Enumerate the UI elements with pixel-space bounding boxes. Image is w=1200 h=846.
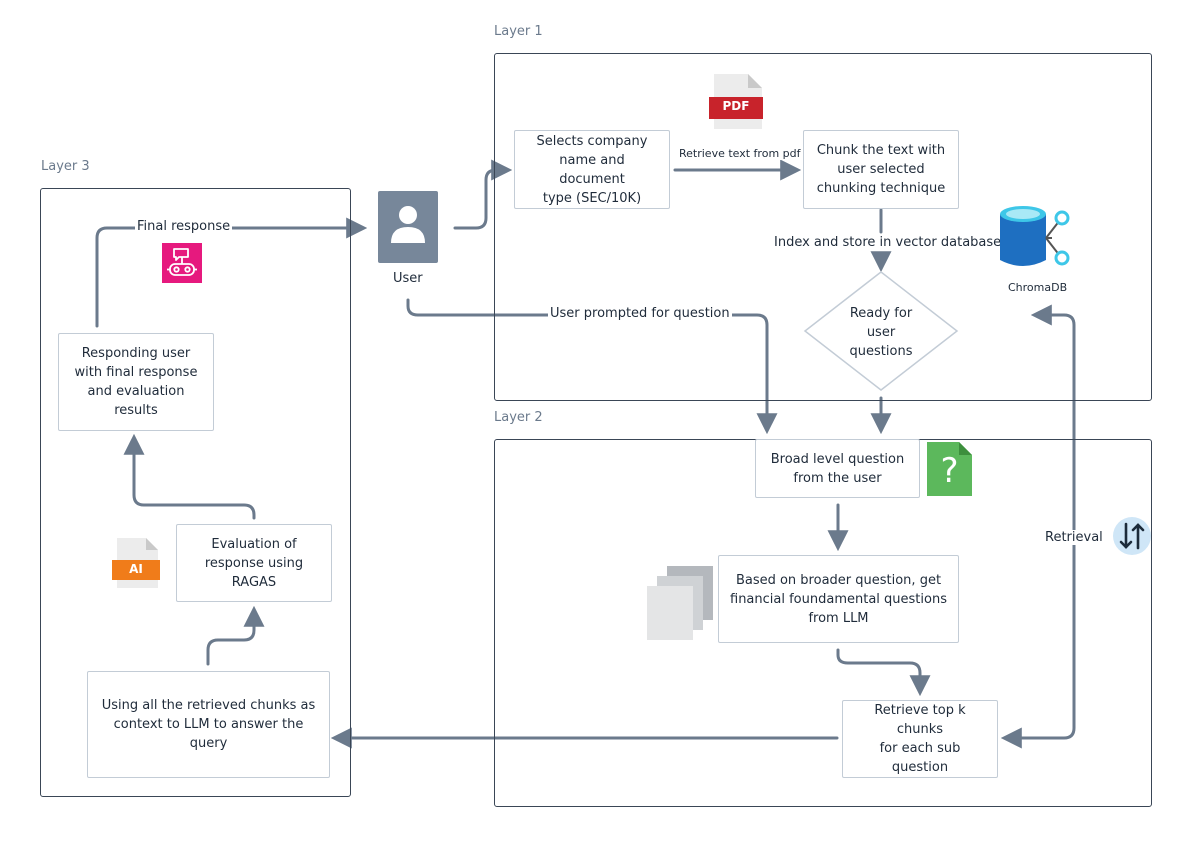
edge-eval-to-responding bbox=[123, 433, 256, 520]
edge-final-response bbox=[95, 217, 368, 328]
edge-label-retrieval: Retrieval bbox=[1043, 530, 1105, 545]
node-broad-question[interactable]: Broad level question from the user bbox=[755, 439, 920, 498]
ai-file-icon: AI bbox=[112, 537, 162, 589]
question-mark: ? bbox=[940, 451, 959, 491]
node-select-company[interactable]: Selects company name and document type (… bbox=[514, 130, 670, 209]
edge-label-user-prompted: User prompted for question bbox=[548, 306, 732, 321]
pdf-file-icon: PDF bbox=[708, 73, 766, 131]
edge-financial-to-retrieve bbox=[836, 648, 931, 697]
layer-1-label: Layer 1 bbox=[494, 24, 543, 39]
node-financial-questions[interactable]: Based on broader question, get financial… bbox=[718, 555, 959, 643]
layer-1-box bbox=[494, 53, 1152, 401]
chatbot-icon bbox=[162, 243, 202, 283]
layer-2-label: Layer 2 bbox=[494, 410, 543, 425]
edge-user-to-select bbox=[453, 159, 513, 230]
edge-context-to-eval bbox=[206, 605, 265, 666]
pdf-badge-label: PDF bbox=[722, 99, 750, 113]
edge-label-retrieve-pdf: Retrieve text from pdf bbox=[677, 147, 803, 160]
node-retrieve-chunks[interactable]: Retrieve top k chunks for each sub quest… bbox=[842, 700, 998, 778]
ai-badge-label: AI bbox=[129, 562, 143, 576]
node-responding-user[interactable]: Responding user with final response and … bbox=[58, 333, 214, 431]
edge-label-final-response: Final response bbox=[135, 219, 233, 234]
user-caption: User bbox=[393, 271, 423, 286]
chromadb-icon bbox=[1000, 206, 1070, 266]
layer-3-box bbox=[40, 188, 351, 797]
question-file-icon: ? bbox=[925, 441, 973, 497]
node-evaluation[interactable]: Evaluation of response using RAGAS bbox=[176, 524, 332, 602]
stacked-documents-icon bbox=[647, 566, 713, 640]
user-icon[interactable] bbox=[378, 191, 438, 263]
node-ready-questions: Ready for user questions bbox=[849, 305, 913, 359]
node-ready-diamond[interactable] bbox=[803, 270, 959, 392]
layer-3-label: Layer 3 bbox=[41, 159, 90, 174]
node-context-llm[interactable]: Using all the retrieved chunks as contex… bbox=[87, 671, 330, 778]
node-chunk-text[interactable]: Chunk the text with user selected chunki… bbox=[803, 130, 959, 209]
chromadb-caption: ChromaDB bbox=[1008, 281, 1068, 294]
up-down-arrows-icon bbox=[1113, 517, 1151, 555]
edge-retrieval bbox=[1000, 304, 1076, 749]
edge-label-index-store: Index and store in vector database bbox=[772, 235, 1004, 250]
